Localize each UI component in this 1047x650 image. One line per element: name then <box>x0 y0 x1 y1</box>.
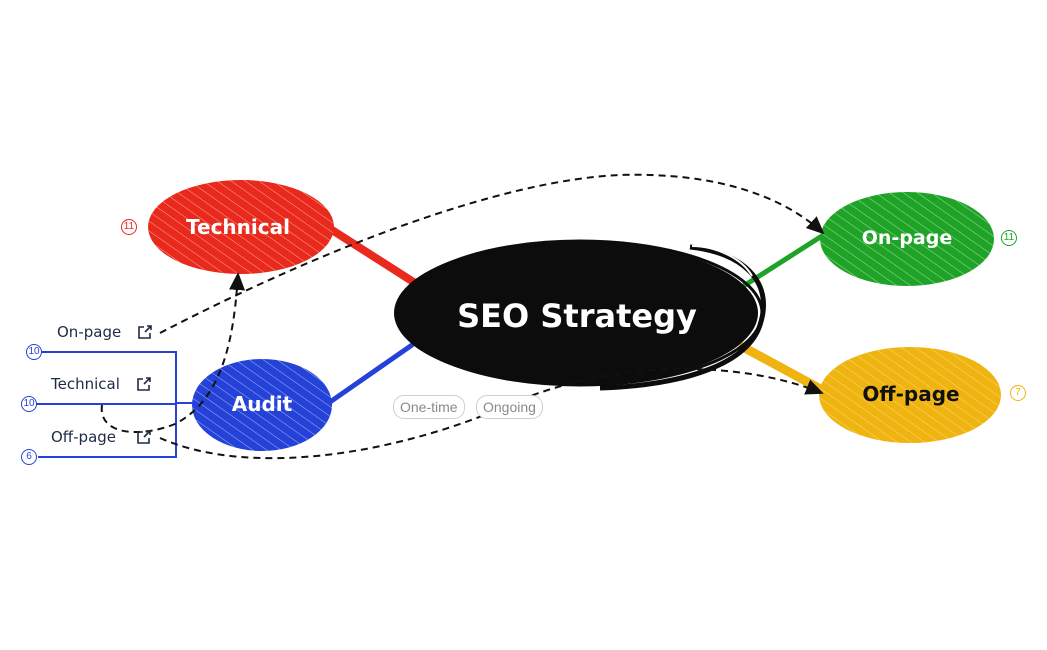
external-link-icon[interactable] <box>137 377 151 391</box>
audit-child-onpage-count-badge[interactable]: 10 <box>26 344 42 360</box>
central-topic[interactable] <box>394 239 766 391</box>
topic-technical[interactable] <box>148 180 334 274</box>
tag-ongoing[interactable]: Ongoing <box>476 395 543 419</box>
audit-child-technical[interactable]: Technical <box>51 375 120 393</box>
audit-children-bracket <box>36 351 198 458</box>
audit-child-technical-count-badge[interactable]: 10 <box>21 396 37 412</box>
relation-technical-to-technical <box>100 272 246 434</box>
tag-one-time[interactable]: One-time <box>393 395 465 419</box>
central-topic-label: SEO Strategy <box>457 297 697 335</box>
topic-offpage-count-badge[interactable]: 7 <box>1010 385 1026 401</box>
topic-offpage[interactable] <box>819 347 1001 443</box>
topic-onpage-label: On-page <box>861 227 953 249</box>
branch-offpage <box>738 342 831 397</box>
audit-child-onpage[interactable]: On-page <box>57 323 122 341</box>
topic-onpage[interactable] <box>820 192 994 286</box>
topic-technical-count-badge[interactable]: 11 <box>121 219 137 235</box>
branch-technical <box>328 226 419 287</box>
audit-child-offpage-count-badge[interactable]: 6 <box>21 449 37 465</box>
branch-audit <box>327 342 415 405</box>
topic-onpage-count-badge[interactable]: 11 <box>1001 230 1017 246</box>
external-link-icon[interactable] <box>138 325 152 339</box>
topic-audit-label: Audit <box>231 392 293 416</box>
topic-offpage-label: Off-page <box>862 382 960 406</box>
topic-audit[interactable] <box>192 359 332 451</box>
relation-offpage-to-offpage <box>159 368 824 460</box>
topic-technical-label: Technical <box>186 215 290 239</box>
external-link-icon[interactable] <box>137 430 151 444</box>
audit-child-offpage[interactable]: Off-page <box>51 428 117 446</box>
